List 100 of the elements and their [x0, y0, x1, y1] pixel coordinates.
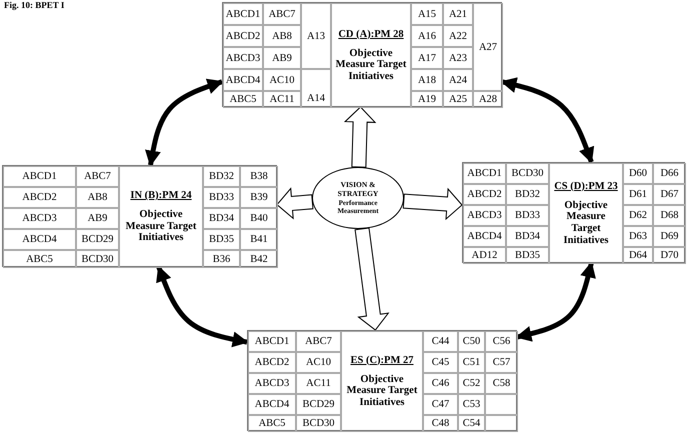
- panel-heading: IN (B):PM 24: [130, 190, 192, 202]
- table-cell: A21: [443, 3, 473, 25]
- table-cell: D68: [653, 205, 686, 226]
- table-cell: ABC7: [296, 331, 341, 352]
- table-cell: BD33: [203, 187, 240, 208]
- table-cell: D66: [653, 163, 686, 184]
- panel-text: Objective Measure Target Initiatives: [334, 48, 408, 82]
- table-cell: ABC5: [3, 250, 76, 268]
- panel-text: Objective Measure Target Initiatives: [562, 200, 610, 246]
- table-cell: AB9: [76, 208, 119, 229]
- table-cell: A19: [411, 91, 443, 108]
- table-cell: BCD30: [296, 415, 341, 432]
- panel-heading: CS (D):PM 23: [554, 180, 618, 192]
- table-cell: A17: [411, 47, 443, 69]
- table-cell: ABC7: [263, 3, 301, 25]
- table-cell: AC11: [263, 91, 301, 108]
- table-cell: A27: [473, 3, 503, 91]
- table-cell: A24: [443, 69, 473, 91]
- table-cell: ABCD2: [3, 187, 76, 208]
- table-cell: D63: [623, 226, 653, 247]
- table-cell: ABCD4: [223, 69, 263, 91]
- block-arrow: [276, 187, 314, 220]
- curved-double-arrow: [515, 261, 596, 342]
- table-cell: C54: [458, 415, 485, 432]
- table-cell: ABCD1: [3, 166, 76, 187]
- table-cell: ABCD2: [463, 184, 506, 205]
- table-cell: A13: [301, 3, 331, 69]
- table-cell: C47: [423, 394, 458, 415]
- table-cell: BCD29: [296, 394, 341, 415]
- table-cell: ABC5: [248, 415, 296, 432]
- table-cell: A22: [443, 25, 473, 47]
- table-cell: C57: [485, 352, 518, 373]
- curved-double-arrow: [145, 78, 224, 167]
- table-cell: ABCD4: [463, 226, 506, 247]
- table-cell: ABCD3: [248, 373, 296, 394]
- table-cell: A16: [411, 25, 443, 47]
- table-cell: ABCD2: [223, 25, 263, 47]
- table-cell: ABCD3: [3, 208, 76, 229]
- table-cell: B36: [203, 250, 240, 268]
- table-cell: C52: [458, 373, 485, 394]
- table-cell: ABCD2: [248, 352, 296, 373]
- table-cell: BD35: [506, 247, 549, 264]
- curved-double-arrow: [156, 266, 249, 348]
- table-cell: C44: [423, 331, 458, 352]
- table-cell: BD34: [506, 226, 549, 247]
- curved-double-arrow: [500, 77, 594, 164]
- block-arrow: [354, 227, 390, 331]
- table-cell: C46: [423, 373, 458, 394]
- block-arrow: [344, 106, 376, 168]
- table-cell: A15: [411, 3, 443, 25]
- table-cell: ABCD1: [463, 163, 506, 184]
- table-cell: B41: [240, 229, 278, 250]
- figure-title: Fig. 10: BPET I: [4, 0, 64, 10]
- table-cell: C58: [485, 373, 518, 394]
- table-cell: A28: [473, 91, 503, 108]
- table-cell: AC10: [263, 69, 301, 91]
- panel-text: Objective Measure Target Initiatives: [124, 209, 198, 244]
- panel-heading: ES (C):PM 27: [350, 354, 414, 366]
- table-cell: C56: [485, 331, 518, 352]
- table-cell: BCD30: [506, 163, 549, 184]
- table-cell: D67: [653, 184, 686, 205]
- table-cell: AC10: [296, 352, 341, 373]
- table-cell: C48: [423, 415, 458, 432]
- table-cell: D70: [653, 247, 686, 264]
- table-cell: A18: [411, 69, 443, 91]
- table-panel: [222, 2, 502, 107]
- table-cell: BD35: [203, 229, 240, 250]
- table-cell: B39: [240, 187, 278, 208]
- table-cell: ABCD1: [223, 3, 263, 25]
- table-cell: B38: [240, 166, 278, 187]
- table-cell: BCD30: [76, 250, 119, 268]
- panel-heading: CD (A):PM 28: [338, 28, 404, 40]
- table-cell: A14: [301, 69, 331, 108]
- table-cell: D60: [623, 163, 653, 184]
- table-cell: ABCD3: [463, 205, 506, 226]
- table-cell: ABC7: [76, 166, 119, 187]
- table-cell: ABCD3: [223, 47, 263, 69]
- table-panel: [462, 162, 685, 263]
- table-cell: AC11: [296, 373, 341, 394]
- table-cell: BCD29: [76, 229, 119, 250]
- table-cell: A23: [443, 47, 473, 69]
- table-cell: BD32: [203, 166, 240, 187]
- table-cell: D64: [623, 247, 653, 264]
- table-cell: ABCD4: [3, 229, 76, 250]
- table-cell: C53: [458, 394, 485, 415]
- table-cell: AB9: [263, 47, 301, 69]
- table-cell: AD12: [463, 247, 506, 264]
- table-cell: C45: [423, 352, 458, 373]
- panel-text: Objective Measure Target Initiatives: [346, 374, 418, 408]
- table-cell: AB8: [76, 187, 119, 208]
- table-cell: ABCD1: [248, 331, 296, 352]
- table-cell: C51: [458, 352, 485, 373]
- table-cell: BD34: [203, 208, 240, 229]
- block-arrow: [402, 188, 463, 220]
- table-panel: [2, 165, 277, 267]
- table-cell: ABCD4: [248, 394, 296, 415]
- table-panel: [247, 330, 517, 431]
- table-cell: BD32: [506, 184, 549, 205]
- table-cell: A25: [443, 91, 473, 108]
- table-cell: BD33: [506, 205, 549, 226]
